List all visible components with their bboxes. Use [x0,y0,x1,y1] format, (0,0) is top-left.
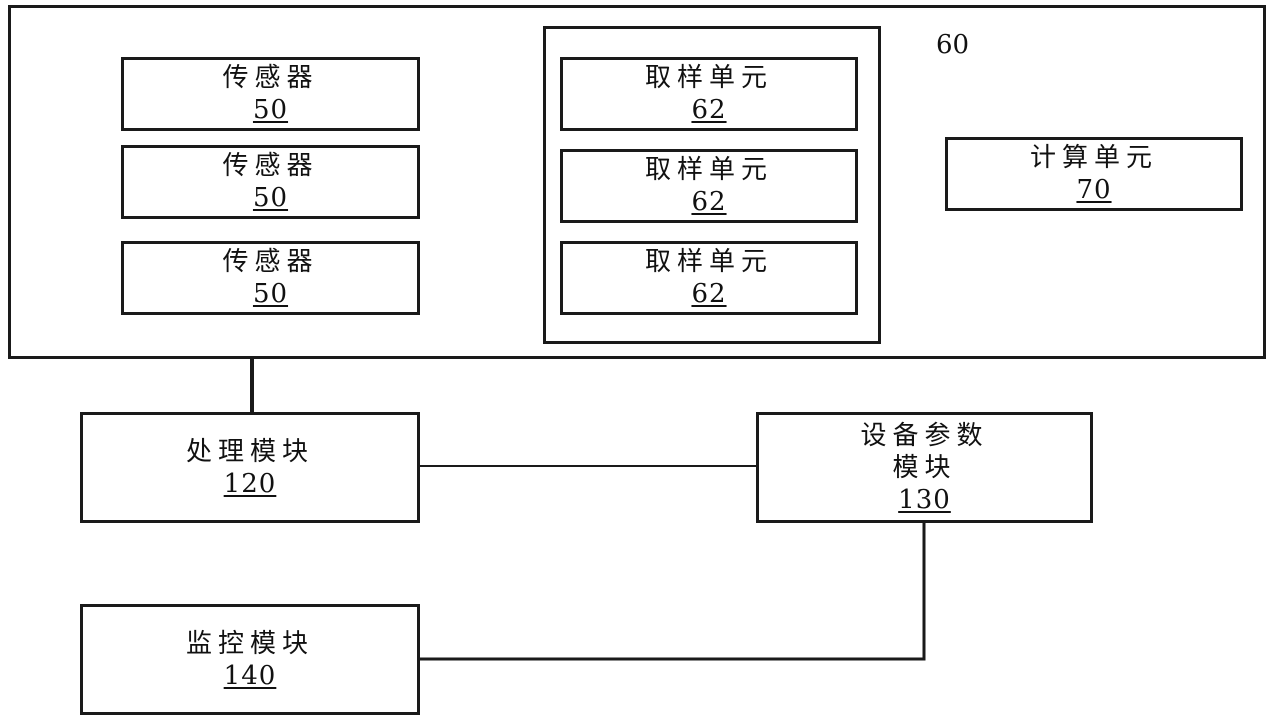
monitor-module-box: 监控模块 140 [80,604,420,715]
processing-module-label: 处理模块 [185,436,314,467]
sensor-box: 传感器 50 [121,241,420,315]
compute-unit-label: 计算单元 [1029,143,1158,173]
monitor-module-label: 监控模块 [185,628,314,659]
sampling-unit-label: 取样单元 [644,247,773,277]
sampling-unit-number: 62 [691,187,727,217]
sampling-unit-box: 取样单元 62 [560,57,858,131]
sampling-unit-box: 取样单元 62 [560,149,858,223]
processing-module-number: 120 [223,468,277,499]
device-param-module-box: 设备参数 模块 130 [756,412,1093,523]
compute-unit-box: 计算单元 70 [945,137,1243,211]
sensor-label: 传感器 [222,151,319,181]
sampling-group-ref: 60 [936,30,970,60]
sampling-unit-number: 62 [691,95,727,125]
sensor-number: 50 [252,279,289,309]
sampling-unit-label: 取样单元 [644,63,773,93]
compute-unit-number: 70 [1076,175,1112,205]
sensor-box: 传感器 50 [121,145,420,219]
sampling-unit-label: 取样单元 [644,155,773,185]
sampling-unit-box: 取样单元 62 [560,241,858,315]
sensor-box: 传感器 50 [121,57,420,131]
device-param-module-label-1: 设备参数 [860,420,989,451]
sensor-number: 50 [252,95,289,125]
sensor-number: 50 [252,183,289,213]
sensor-label: 传感器 [222,63,319,93]
device-param-module-label-2: 模块 [892,452,957,483]
monitor-module-number: 140 [223,660,277,691]
sampling-unit-number: 62 [691,279,727,309]
processing-module-box: 处理模块 120 [80,412,420,523]
wire-param-monitor [420,521,926,661]
sensor-label: 传感器 [222,247,319,277]
device-param-module-number: 130 [898,484,951,515]
